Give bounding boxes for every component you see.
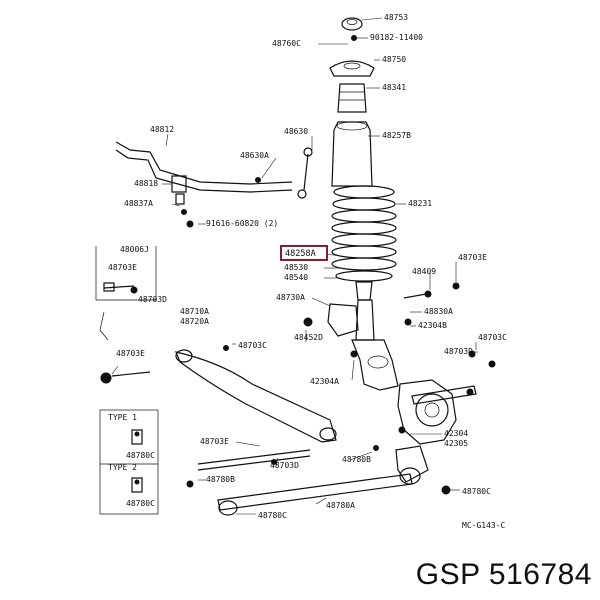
lateral-links: [186, 360, 496, 516]
label-48630a: 48630A: [240, 151, 269, 160]
label-42304: 42304: [444, 429, 468, 438]
label-48730a: 48730A: [276, 293, 305, 302]
label-42305: 42305: [444, 439, 468, 448]
label-48703d-left: 48703D: [138, 295, 167, 304]
label-42304b: 42304B: [418, 321, 447, 330]
label-48341: 48341: [382, 83, 406, 92]
bolts: [303, 282, 476, 358]
label-48452d: 48452D: [294, 333, 323, 342]
part-labels: 48753 48760C 90182-11400 48750 48341 482…: [108, 13, 507, 530]
label-48703e-bottom: 48703E: [200, 437, 229, 446]
label-48780b-bottom: 48780B: [206, 475, 235, 484]
label-48703e-right: 48703E: [458, 253, 487, 262]
trailing-arm: [175, 345, 337, 443]
label-48540: 48540: [284, 273, 308, 282]
label-48753: 48753: [384, 13, 408, 22]
label-type-2: TYPE 2: [108, 463, 137, 472]
label-48409: 48409: [412, 267, 436, 276]
label-48703d-right: 48703D: [444, 347, 473, 356]
label-42304a: 42304A: [310, 377, 339, 386]
label-48703c-mid: 48703C: [238, 341, 267, 350]
label-48257b: 48257B: [382, 131, 411, 140]
label-48703c-right: 48703C: [478, 333, 507, 342]
label-48630: 48630: [284, 127, 308, 136]
label-48837a: 48837A: [124, 199, 153, 208]
coil-spring: [331, 185, 397, 301]
label-48703e-bottom-left: 48703E: [116, 349, 145, 358]
label-48258a: 48258A: [285, 249, 316, 259]
label-48760c: 48760C: [272, 39, 301, 48]
leader-lines: [111, 17, 478, 515]
left-bracket-panel: [95, 246, 157, 384]
label-48231: 48231: [408, 199, 432, 208]
figure-code: MC-G143-C: [462, 521, 506, 530]
label-48780c-type1: 48780C: [126, 451, 155, 460]
label-48530: 48530: [284, 263, 308, 272]
label-48818: 48818: [134, 179, 158, 188]
product-code: GSP 516784: [415, 558, 592, 591]
label-48750: 48750: [382, 55, 406, 64]
label-91616: 91616-60820 (2): [206, 219, 278, 228]
label-48780b: 48780B: [342, 455, 371, 464]
label-48780c-right: 48780C: [462, 487, 491, 496]
label-48006j: 48006J: [120, 245, 149, 254]
label-48780a: 48780A: [326, 501, 355, 510]
label-48812: 48812: [150, 125, 174, 134]
label-48720a: 48720A: [180, 317, 209, 326]
type-box: [99, 409, 159, 515]
label-type-1: TYPE 1: [108, 413, 137, 422]
label-48703d-bottom: 48703D: [270, 461, 299, 470]
label-90182-11400: 90182-11400: [370, 33, 423, 42]
label-48710a: 48710A: [180, 307, 209, 316]
label-48780c-bottom: 48780C: [258, 511, 287, 520]
highlight-box: [280, 245, 328, 261]
label-48780c-type2: 48780C: [126, 499, 155, 508]
label-48830a: 48830A: [424, 307, 453, 316]
strut-and-knuckle: [327, 299, 457, 483]
label-48703e-left: 48703E: [108, 263, 137, 272]
strut-top-mount-group: [329, 17, 375, 187]
